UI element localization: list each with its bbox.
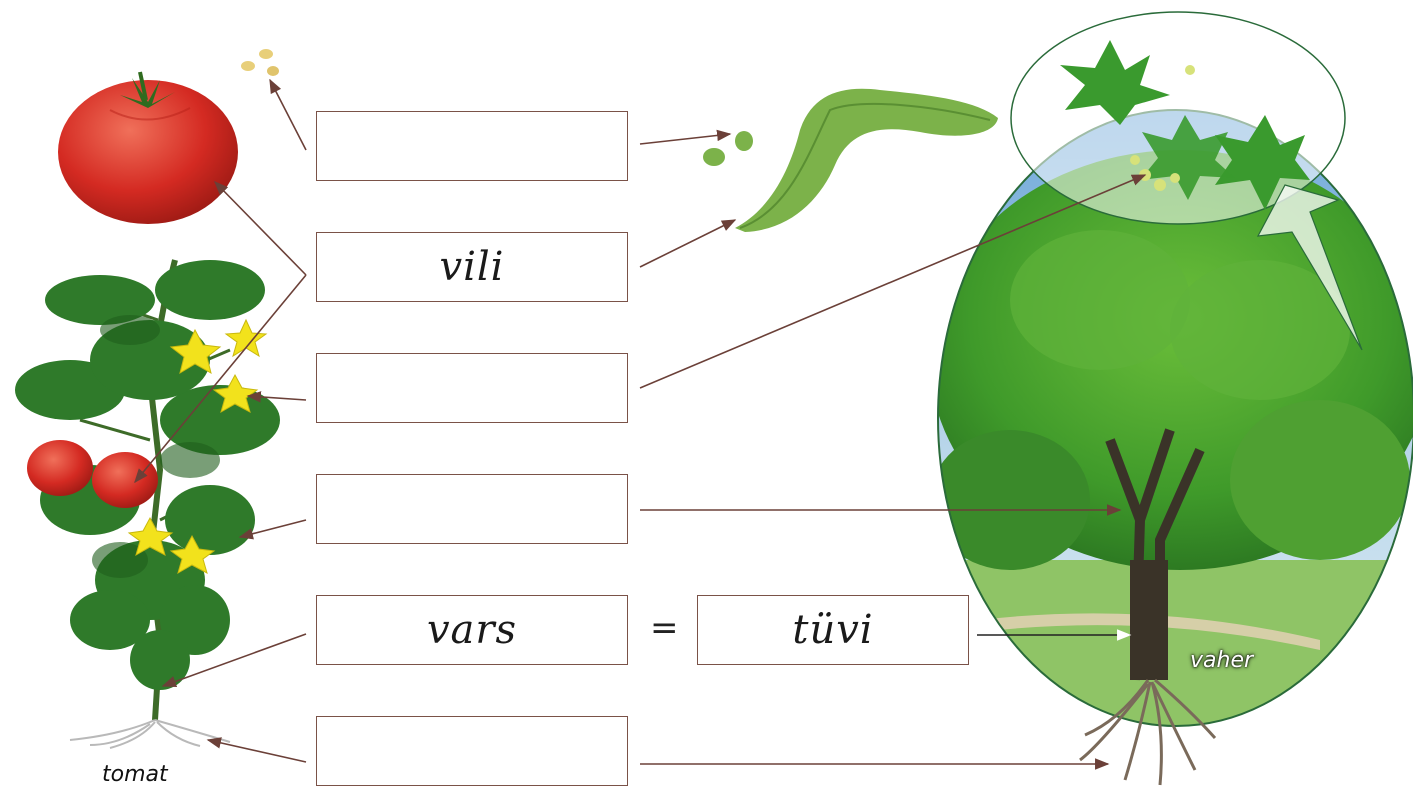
tomato-seeds-icon xyxy=(241,49,279,76)
tomato-plant-icon xyxy=(15,259,280,749)
arrow-box6-to-tomato-roots xyxy=(206,737,307,763)
arrow-vars-to-tomato-stem xyxy=(161,633,307,687)
arrow-box3-to-tomato-flower xyxy=(246,391,307,403)
maple-tree-icon xyxy=(937,11,1413,727)
equation-answer-text: tüvi xyxy=(792,607,874,653)
tomato-label: tomat xyxy=(102,762,168,787)
answer-box-4[interactable] xyxy=(316,474,628,544)
arrow-box1-to-tomato-seeds xyxy=(269,78,307,151)
arrow-vili-to-tomato-fruit xyxy=(213,180,307,276)
answer-box-1[interactable] xyxy=(316,111,628,181)
arrow-box3-to-maple-flowers xyxy=(639,174,1147,389)
equals-sign: = xyxy=(650,608,679,648)
tomato-fruit-icon xyxy=(58,71,238,224)
maple-roots-icon xyxy=(1079,678,1217,786)
equation-answer-box[interactable]: tüvi xyxy=(697,595,969,665)
answer-box-6[interactable] xyxy=(316,716,628,786)
answer-box-5-text: vars xyxy=(426,607,518,653)
arrow-box4-to-tomato-leaf xyxy=(238,519,307,540)
answer-box-5[interactable]: vars xyxy=(316,595,628,665)
arrow-vili-to-samara xyxy=(639,219,737,268)
maple-seeds-icon xyxy=(703,131,753,166)
answer-box-2-text: vili xyxy=(439,244,505,290)
maple-label: vaher xyxy=(1190,648,1254,673)
maple-samara-icon xyxy=(735,88,998,232)
answer-box-3[interactable] xyxy=(316,353,628,423)
answer-box-2[interactable]: vili xyxy=(316,232,628,302)
arrow-box1-to-maple-seeds xyxy=(639,129,732,145)
arrow-vili-to-small-tomato xyxy=(134,274,307,484)
